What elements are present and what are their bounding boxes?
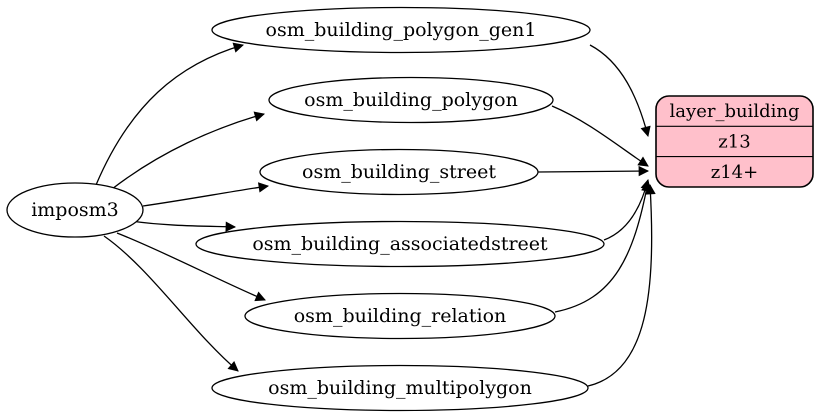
osm-building-associatedstreet-ellipse bbox=[195, 220, 605, 268]
node-imposm3: imposm3 bbox=[6, 182, 144, 238]
edge-imposm3-to-osm-building-multipolygon bbox=[103, 235, 239, 372]
osm-building-multipolygon-ellipse bbox=[211, 364, 589, 412]
edge-imposm3-to-osm-building-associatedstreet bbox=[130, 220, 237, 232]
edge-osm-building-multipolygon-to-z14 bbox=[587, 183, 656, 387]
edge-osm-building-street-to-z14 bbox=[537, 165, 650, 177]
osm-building-associatedstreet-label: osm_building_associatedstreet bbox=[252, 233, 548, 255]
osm-building-polygon-gen1-ellipse bbox=[211, 6, 591, 54]
edge-imposm3-to-osm-building-street bbox=[142, 182, 270, 207]
edge-imposm3-to-osm-building-relation bbox=[116, 232, 266, 302]
imposm3-ellipse bbox=[6, 182, 144, 238]
osm-building-multipolygon-label: osm_building_multipolygon bbox=[268, 377, 532, 399]
osm-building-polygon-gen1-label: osm_building_polygon_gen1 bbox=[266, 19, 537, 41]
edge-osm-building-polygon-gen1-to-z13 bbox=[589, 44, 651, 138]
osm-building-polygon-label: osm_building_polygon bbox=[304, 89, 518, 111]
node-osm-building-multipolygon: osm_building_multipolygon bbox=[211, 364, 589, 412]
osm-building-street-ellipse bbox=[259, 148, 539, 196]
osm-building-relation-label: osm_building_relation bbox=[294, 305, 507, 327]
layer-building-row-z14: z14+ bbox=[711, 162, 758, 183]
edge-group bbox=[95, 42, 656, 387]
edge-imposm3-to-osm-building-polygon-gen1 bbox=[95, 42, 244, 186]
node-osm-building-relation: osm_building_relation bbox=[244, 292, 556, 340]
layer-building-box bbox=[655, 95, 814, 188]
osm-building-relation-ellipse bbox=[244, 292, 556, 340]
edge-osm-building-relation-to-z14 bbox=[554, 180, 652, 313]
layer-building-row-z13: z13 bbox=[718, 132, 750, 153]
node-osm-building-polygon: osm_building_polygon bbox=[268, 76, 554, 124]
node-layer-building: layer_building z13 z14+ bbox=[655, 95, 814, 188]
node-osm-building-polygon-gen1: osm_building_polygon_gen1 bbox=[211, 6, 591, 54]
imposm3-label: imposm3 bbox=[31, 199, 119, 221]
edge-imposm3-to-osm-building-polygon bbox=[111, 111, 266, 190]
node-osm-building-street: osm_building_street bbox=[259, 148, 539, 196]
osm-building-polygon-ellipse bbox=[268, 76, 554, 124]
node-osm-building-associatedstreet: osm_building_associatedstreet bbox=[195, 220, 605, 268]
osm-building-street-label: osm_building_street bbox=[302, 161, 496, 183]
layer-building-title: layer_building bbox=[670, 101, 800, 122]
edge-osm-building-polygon-to-z14 bbox=[551, 105, 649, 167]
